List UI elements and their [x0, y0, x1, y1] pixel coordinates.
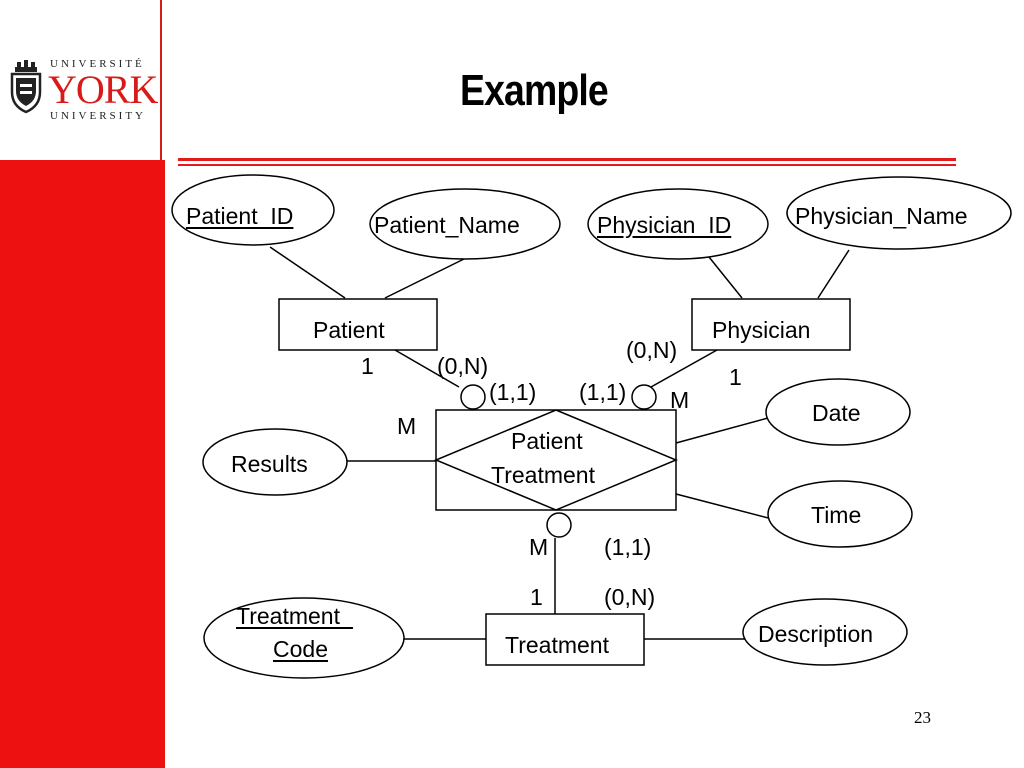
description-attribute-ellipse	[742, 598, 908, 666]
patient-participation-circle	[460, 384, 486, 410]
treatment-entity-box	[485, 613, 645, 666]
patient-treatment-entity-box	[435, 409, 677, 511]
patient-to-relationship-connector	[394, 349, 460, 388]
date-connector	[675, 417, 769, 444]
relationship-label-line1: Patient	[511, 428, 583, 454]
red-sidebar-band	[0, 160, 165, 768]
physician-entity-box	[691, 298, 851, 351]
time-attribute-ellipse	[767, 480, 913, 548]
patient-participation-label: (0,N)	[437, 353, 489, 379]
relationship-label-line2: Treatment	[491, 462, 595, 488]
date-label: Date	[812, 400, 861, 426]
description-label: Description	[758, 621, 874, 647]
patient-name-connector	[384, 256, 469, 299]
physician-entity-label: Physician	[712, 317, 811, 343]
title-rule-bottom	[178, 164, 956, 166]
physician-link-participation-label: (1,1)	[579, 379, 627, 405]
physician-name-connector	[817, 249, 850, 299]
slide-title: Example	[460, 66, 609, 115]
physician-id-attribute-ellipse	[587, 188, 769, 260]
results-label: Results	[231, 451, 308, 477]
patient-name-attribute-ellipse	[369, 188, 561, 260]
logo-university-text: UNIVERSITY	[50, 110, 146, 122]
physician-id-label: Physician_ID	[597, 212, 732, 238]
york-university-logo: UNIVERSITÉ YORK UNIVERSITY	[8, 58, 158, 128]
patient-link-participation-label: (1,1)	[489, 379, 537, 405]
physician-participation-circle	[631, 384, 657, 410]
treatment-entity-label: Treatment	[505, 632, 609, 658]
treatment-participation-label: (0,N)	[604, 584, 656, 610]
treatment-code-label-line1: Treatment_	[236, 603, 353, 629]
patient-id-label: Patient_ID	[186, 203, 294, 229]
patient-entity-label: Patient	[313, 317, 385, 343]
physician-id-connector	[708, 256, 743, 299]
treatment-participation-circle	[546, 512, 572, 538]
sidebar: UNIVERSITÉ YORK UNIVERSITY	[0, 0, 165, 768]
date-attribute-ellipse	[765, 378, 911, 446]
physician-name-label: Physician_Name	[795, 203, 968, 229]
physician-participation-label: (0,N)	[626, 337, 678, 363]
logo-panel: UNIVERSITÉ YORK UNIVERSITY	[0, 0, 162, 160]
logo-york-text: YORK	[48, 67, 158, 112]
physician-cardinality-label: 1	[729, 364, 742, 390]
results-attribute-ellipse	[202, 428, 348, 496]
logo-universite-text: UNIVERSITÉ	[50, 58, 145, 70]
time-label: Time	[811, 502, 862, 528]
treatment-code-label-line2: Code	[273, 636, 328, 662]
physician-to-relationship-connector	[650, 349, 718, 388]
treatment-cardinality-label: 1	[530, 584, 543, 610]
treatment-code-attribute-ellipse	[203, 597, 405, 679]
patient-cardinality-label: 1	[361, 353, 374, 379]
page-number: 23	[914, 708, 931, 727]
treatment-many-label: M	[529, 534, 549, 560]
physician-name-attribute-ellipse	[786, 176, 1012, 250]
time-connector	[675, 493, 777, 521]
title-rule-top	[178, 158, 956, 161]
patient-name-label: Patient_Name	[374, 212, 520, 238]
patient-treatment-relationship-diamond	[434, 409, 678, 511]
patient-entity-box	[278, 298, 438, 351]
crest-icon	[10, 60, 42, 114]
patient-id-connector	[269, 246, 346, 299]
physician-many-label: M	[670, 387, 690, 413]
patient-id-attribute-ellipse	[171, 174, 335, 246]
patient-many-label: M	[397, 413, 417, 439]
treatment-link-participation-label: (1,1)	[604, 534, 652, 560]
